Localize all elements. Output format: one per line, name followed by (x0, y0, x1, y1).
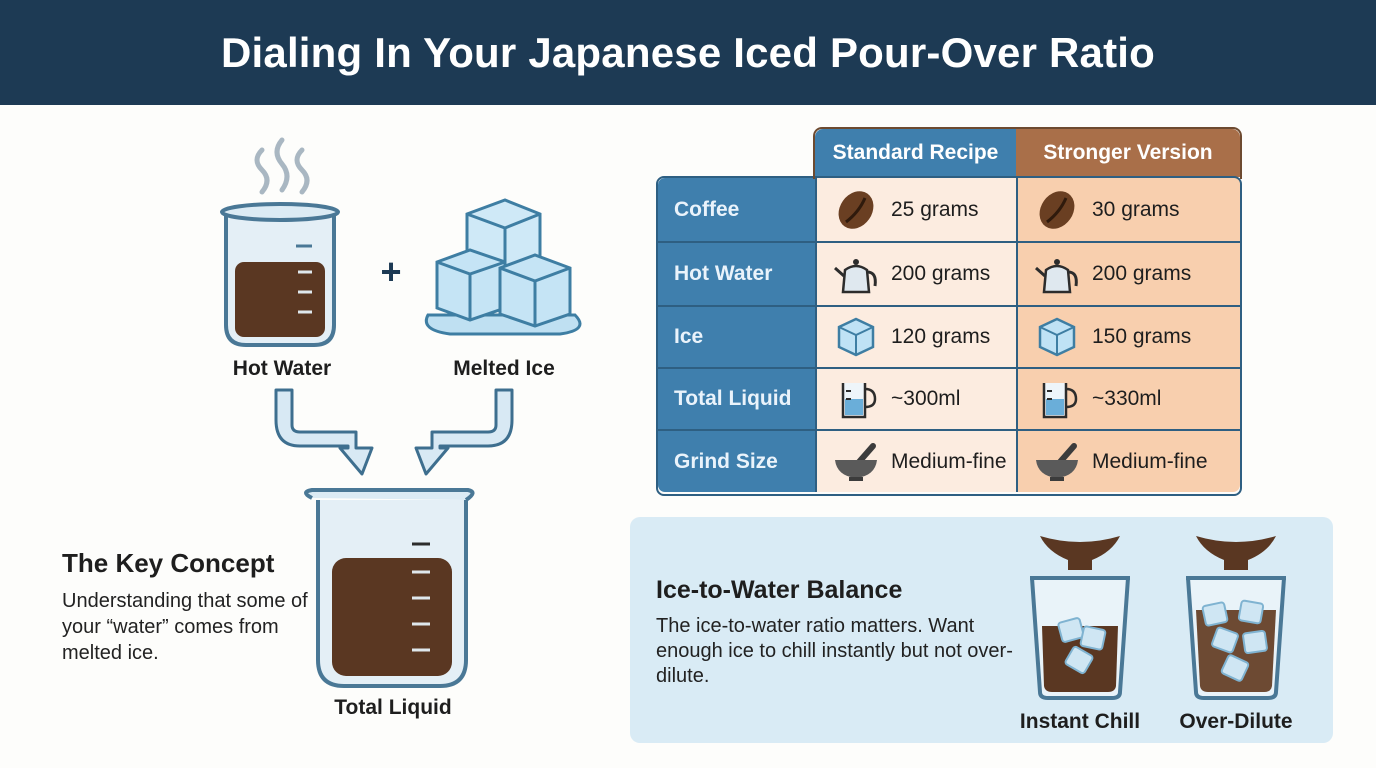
total-liquid-beaker-icon (304, 488, 475, 688)
iced-glasses-illustration (1030, 536, 1286, 700)
header-standard-recipe: Standard Recipe (815, 129, 1016, 177)
coffee-bean-icon (1039, 190, 1075, 229)
balance-body: The ice-to-water ratio matters. Want eno… (656, 615, 1013, 687)
standard-hot-water-cell: 200 grams (815, 241, 1016, 305)
hot-water-beaker-icon (220, 202, 340, 347)
row-label-total-liquid: Total Liquid (658, 367, 815, 429)
stronger-coffee-cell: 30 grams (1016, 178, 1240, 241)
plus-sign: + (380, 251, 401, 292)
stronger-ice-cell: 150 grams (1016, 305, 1240, 367)
row-label-ice: Ice (658, 305, 815, 367)
arrow-right-down-icon (414, 388, 514, 476)
stronger-hot-water-cell: 200 grams (1016, 241, 1240, 305)
stronger-hot-water-value: 200 grams (1092, 262, 1192, 285)
standard-hot-water-value: 200 grams (891, 262, 991, 285)
standard-grind-size-value: Medium-fine (891, 449, 1007, 473)
standard-coffee-value: 25 grams (891, 197, 979, 221)
hot-water-label: Hot Water (232, 357, 332, 380)
over-dilute-label: Over-Dilute (1179, 710, 1293, 733)
over-dilute-glass-icon (1186, 536, 1286, 700)
mortar-pestle-icon (835, 442, 877, 481)
standard-total-liquid-value: ~300ml (891, 387, 961, 410)
measuring-cup-icon (841, 383, 877, 419)
page-title: Dialing In Your Japanese Iced Pour-Over … (0, 0, 1376, 105)
measuring-cup-icon (1042, 383, 1078, 419)
stronger-ice-value: 150 grams (1092, 325, 1192, 348)
key-concept-body: Understanding that some of your “water” … (62, 590, 308, 664)
standard-grind-size-cell: Medium-fine (815, 429, 1016, 492)
ice-cubes-icon (424, 198, 582, 336)
ice-cube-icon (837, 317, 875, 357)
stronger-grind-size-cell: Medium-fine (1016, 429, 1240, 492)
steam-icon (254, 137, 310, 195)
stronger-grind-size-value: Medium-fine (1092, 449, 1208, 473)
standard-total-liquid-cell: ~300ml (815, 367, 1016, 429)
water-composition-diagram: + (220, 137, 582, 688)
standard-coffee-cell: 25 grams (815, 178, 1016, 241)
recipe-table: Standard Recipe Stronger Version Coffee … (656, 127, 1242, 496)
stronger-total-liquid-value: ~330ml (1092, 387, 1162, 410)
kettle-icon (834, 259, 877, 294)
row-label-hot-water: Hot Water (658, 241, 815, 305)
key-concept-title: The Key Concept (62, 548, 275, 578)
row-label-coffee: Coffee (658, 178, 815, 241)
row-label-grind-size: Grind Size (658, 429, 815, 492)
stronger-total-liquid-cell: ~330ml (1016, 367, 1240, 429)
total-liquid-label: Total Liquid (334, 696, 452, 719)
instant-chill-label: Instant Chill (1019, 710, 1141, 733)
standard-ice-cell: 120 grams (815, 305, 1016, 367)
kettle-icon (1035, 259, 1078, 294)
instant-chill-glass-icon (1030, 536, 1130, 700)
ice-cube-icon (1038, 317, 1076, 357)
header-stronger-version: Stronger Version (1016, 129, 1240, 177)
balance-title: Ice-to-Water Balance (656, 576, 903, 604)
mortar-pestle-icon (1036, 442, 1078, 481)
standard-ice-value: 120 grams (891, 325, 991, 348)
melted-ice-label: Melted Ice (453, 357, 555, 380)
stronger-coffee-value: 30 grams (1092, 197, 1180, 221)
arrow-left-down-icon (274, 388, 374, 476)
coffee-bean-icon (838, 190, 874, 229)
